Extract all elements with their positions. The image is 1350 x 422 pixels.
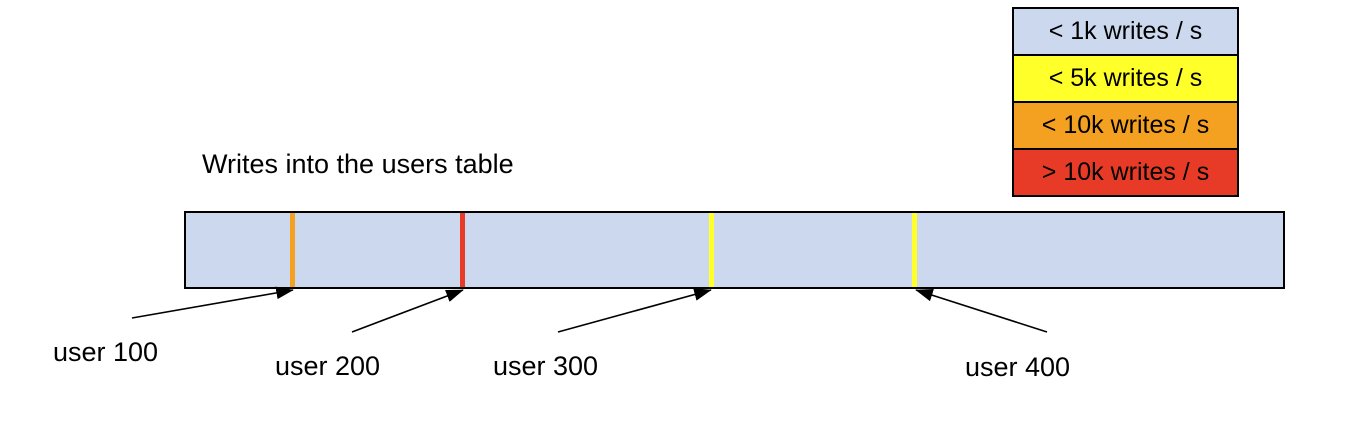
legend-item: > 10k writes / s bbox=[1012, 148, 1239, 197]
write-rate-marker bbox=[459, 213, 465, 287]
user-label: user 200 bbox=[275, 351, 381, 381]
legend-item: < 10k writes / s bbox=[1012, 101, 1239, 150]
diagram-title: Writes into the users table bbox=[202, 149, 514, 179]
user-label: user 100 bbox=[53, 337, 159, 367]
user-arrow bbox=[351, 289, 464, 333]
legend: < 1k writes / s< 5k writes / s< 10k writ… bbox=[1012, 7, 1239, 197]
user-arrow bbox=[915, 289, 1048, 333]
user-label: user 400 bbox=[965, 352, 1071, 382]
legend-item: < 5k writes / s bbox=[1012, 54, 1239, 103]
write-rate-marker bbox=[911, 213, 917, 287]
user-arrow bbox=[131, 286, 294, 319]
user-label: user 300 bbox=[493, 351, 599, 381]
user-arrow bbox=[557, 288, 712, 333]
users-table-bar bbox=[184, 211, 1285, 289]
write-rate-marker bbox=[708, 213, 714, 287]
legend-item: < 1k writes / s bbox=[1012, 7, 1239, 56]
write-rate-marker bbox=[289, 213, 295, 287]
